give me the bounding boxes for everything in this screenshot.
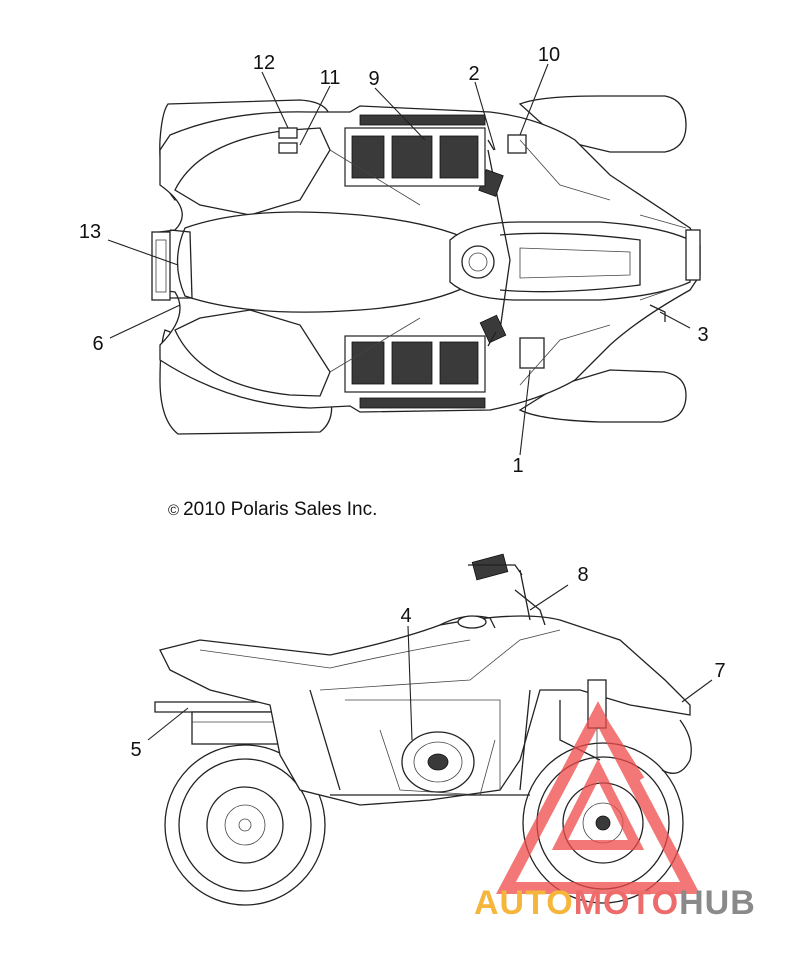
callout-12: 12 (253, 52, 275, 74)
copyright-text: 2010 Polaris Sales Inc. (183, 499, 378, 520)
callout-4: 4 (400, 605, 411, 627)
rear-rack (151, 231, 171, 301)
rear-wheel (164, 744, 326, 906)
callout-6: 6 (92, 333, 103, 355)
atv-top-view (151, 95, 701, 435)
watermark-auto: AUTO (474, 884, 574, 922)
callout-9: 9 (368, 68, 379, 90)
top-leaders (107, 63, 691, 456)
front-tire-upper (518, 95, 687, 153)
watermark-moto: MOTO (573, 884, 680, 922)
floorboard-upper (344, 114, 486, 187)
side-handlebar (519, 569, 531, 621)
decal-1 (519, 337, 545, 369)
callout-7: 7 (714, 660, 725, 682)
fuel-cap (461, 245, 495, 279)
front-tire-lower (518, 369, 687, 423)
watermark-hub: HUB (679, 884, 756, 922)
floorboard-lower (344, 335, 486, 409)
callout-11: 11 (320, 67, 341, 89)
front-wheel (522, 742, 684, 904)
side-leaders (147, 584, 713, 741)
copyright-symbol: © (168, 502, 180, 519)
callout-1: 1 (512, 455, 523, 477)
decal-12 (278, 127, 298, 139)
atv-side-view (154, 553, 692, 906)
front-bumper (685, 229, 701, 281)
decal-11 (278, 142, 298, 154)
decal-10 (507, 134, 527, 154)
engine-cvt (379, 729, 496, 796)
callout-8: 8 (577, 564, 588, 586)
callout-10: 10 (538, 44, 560, 66)
callout-labels: 12 11 9 2 10 13 6 3 1 8 4 7 5 (79, 44, 726, 761)
callout-3: 3 (697, 324, 708, 346)
side-body (159, 615, 691, 806)
watermark-triangle (496, 701, 700, 894)
copyright-notice: ©2010 Polaris Sales Inc. (168, 499, 377, 521)
callout-2: 2 (468, 63, 479, 85)
callout-13: 13 (79, 221, 101, 243)
watermark-text: AUTOMOTOHUB (474, 884, 756, 923)
watermark-logo (496, 701, 700, 894)
callout-5: 5 (130, 739, 141, 761)
seat (176, 211, 471, 313)
